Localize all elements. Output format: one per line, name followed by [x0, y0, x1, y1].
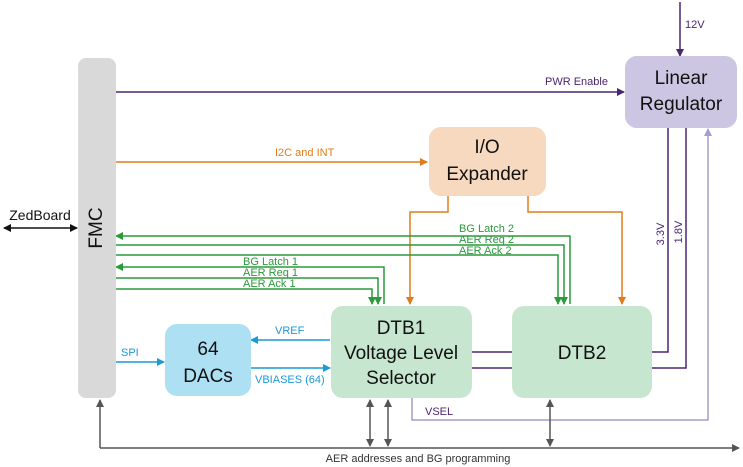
linear-regulator-block: Linear Regulator	[625, 56, 737, 128]
aer-req-1-arrow	[116, 277, 382, 305]
spi-label: SPI	[121, 347, 139, 359]
bg-latch-1-arrow	[115, 263, 385, 304]
bg-latch-1-label: BG Latch 1	[243, 256, 298, 268]
dtb2-label: DTB2	[558, 343, 607, 364]
io-expander-label-line2: Expander	[446, 164, 528, 185]
dacs-label-line2: DACs	[183, 366, 233, 387]
dtb1-block: DTB1 Voltage Level Selector	[331, 306, 472, 398]
aer-ack-2-label: AER Ack 2	[459, 245, 512, 257]
pwr-enable-label: PWR Enable	[545, 76, 608, 88]
aer-ack-1-arrow	[116, 288, 376, 305]
bg-latch-2-arrow	[115, 232, 571, 304]
rail-1v8-line	[652, 128, 687, 369]
vbiases-label: VBIASES (64)	[255, 374, 325, 386]
dacs-label-line1: 64	[197, 339, 219, 360]
linear-regulator-label-line1: Linear	[655, 68, 708, 89]
vref-label: VREF	[275, 325, 305, 337]
linear-regulator-label-line2: Regulator	[640, 94, 723, 115]
vsel-label: VSEL	[425, 406, 453, 418]
dtb1-label-line2: Voltage Level	[344, 343, 458, 364]
dtb1-label-line3: Selector	[366, 368, 436, 389]
dacs-block: 64 DACs	[165, 324, 251, 396]
v18-label: 1.8V	[673, 220, 685, 243]
dtb1-label-line1: DTB1	[377, 318, 426, 339]
v12-label: 12V	[685, 19, 705, 31]
v33-label: 3.3V	[655, 222, 667, 245]
rail-3v3-line	[652, 128, 669, 353]
io-expander-label-line1: I/O	[474, 137, 499, 158]
expander-to-dtb1-arrow	[406, 196, 449, 305]
aer-req-2-arrow	[116, 244, 568, 305]
fmc-block: FMC	[78, 58, 116, 398]
expander-to-dtb2-arrow	[527, 196, 626, 305]
i2c-label: I2C and INT	[275, 147, 335, 159]
aer-req-1-label: AER Req 1	[243, 267, 298, 279]
zedboard-label: ZedBoard	[9, 207, 70, 223]
dtb2-block: DTB2	[512, 306, 652, 398]
aer-ack-1-label: AER Ack 1	[243, 278, 296, 290]
io-expander-block: I/O Expander	[429, 127, 546, 196]
bg-latch-2-label: BG Latch 2	[459, 223, 514, 235]
fmc-label: FMC	[86, 207, 107, 248]
aer-ack-2-arrow	[116, 254, 562, 305]
bus-label: AER addresses and BG programming	[326, 453, 511, 465]
aer-req-2-label: AER Req 2	[459, 234, 514, 246]
vsel-arrow	[411, 128, 712, 421]
